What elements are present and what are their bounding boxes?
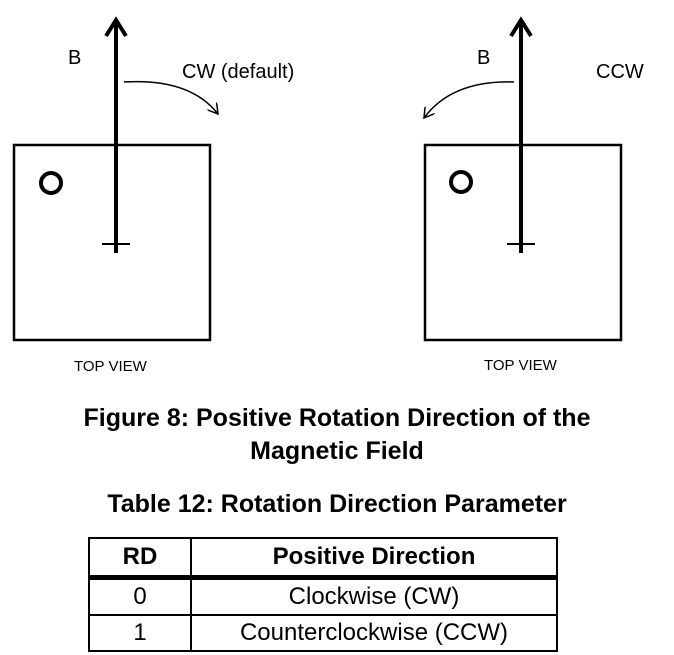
chip-outline-left bbox=[12, 143, 212, 342]
arrowhead-icon-left bbox=[104, 16, 128, 38]
right-panel: B CCW TOP VIEW bbox=[424, 16, 644, 374]
cw-rotation-arrow bbox=[123, 80, 218, 114]
cell-direction-value: Clockwise (CW) bbox=[190, 576, 558, 616]
figure-caption: Figure 8: Positive Rotation Direction of… bbox=[0, 402, 674, 468]
rotation-direction-table: RD Positive Direction 0 Clockwise (CW) 1… bbox=[88, 537, 558, 652]
direction-label-left: CW (default) bbox=[182, 61, 294, 83]
left-panel: B CW (default) TOP VIEW bbox=[12, 16, 294, 375]
ccw-rotation-arrow bbox=[424, 81, 515, 118]
cell-rd-value: 1 bbox=[88, 614, 192, 652]
header-rd: RD bbox=[88, 537, 192, 580]
figure-caption-line1: Figure 8: Positive Rotation Direction of… bbox=[83, 404, 591, 432]
view-label-right: TOP VIEW bbox=[484, 357, 558, 374]
rotation-diagram: B CW (default) TOP VIEW B CCW TOP VIEW bbox=[12, 16, 644, 375]
view-label-left: TOP VIEW bbox=[74, 358, 148, 375]
header-positive-direction: Positive Direction bbox=[190, 537, 558, 580]
table-header-row: RD Positive Direction bbox=[88, 537, 558, 580]
cell-rd-value: 0 bbox=[88, 576, 192, 616]
cell-direction-value: Counterclockwise (CCW) bbox=[190, 614, 558, 652]
pin1-marker-left bbox=[39, 171, 63, 195]
field-label-right: B bbox=[477, 47, 490, 69]
pin1-marker-right bbox=[449, 170, 473, 194]
direction-label-right: CCW bbox=[596, 61, 644, 83]
figure-caption-line2: Magnetic Field bbox=[250, 437, 424, 465]
table-row: 0 Clockwise (CW) bbox=[88, 576, 558, 616]
table-caption: Table 12: Rotation Direction Parameter bbox=[107, 490, 567, 518]
table-row: 1 Counterclockwise (CCW) bbox=[88, 614, 558, 652]
field-label-left: B bbox=[68, 47, 81, 69]
arrowhead-icon-right bbox=[509, 16, 533, 38]
